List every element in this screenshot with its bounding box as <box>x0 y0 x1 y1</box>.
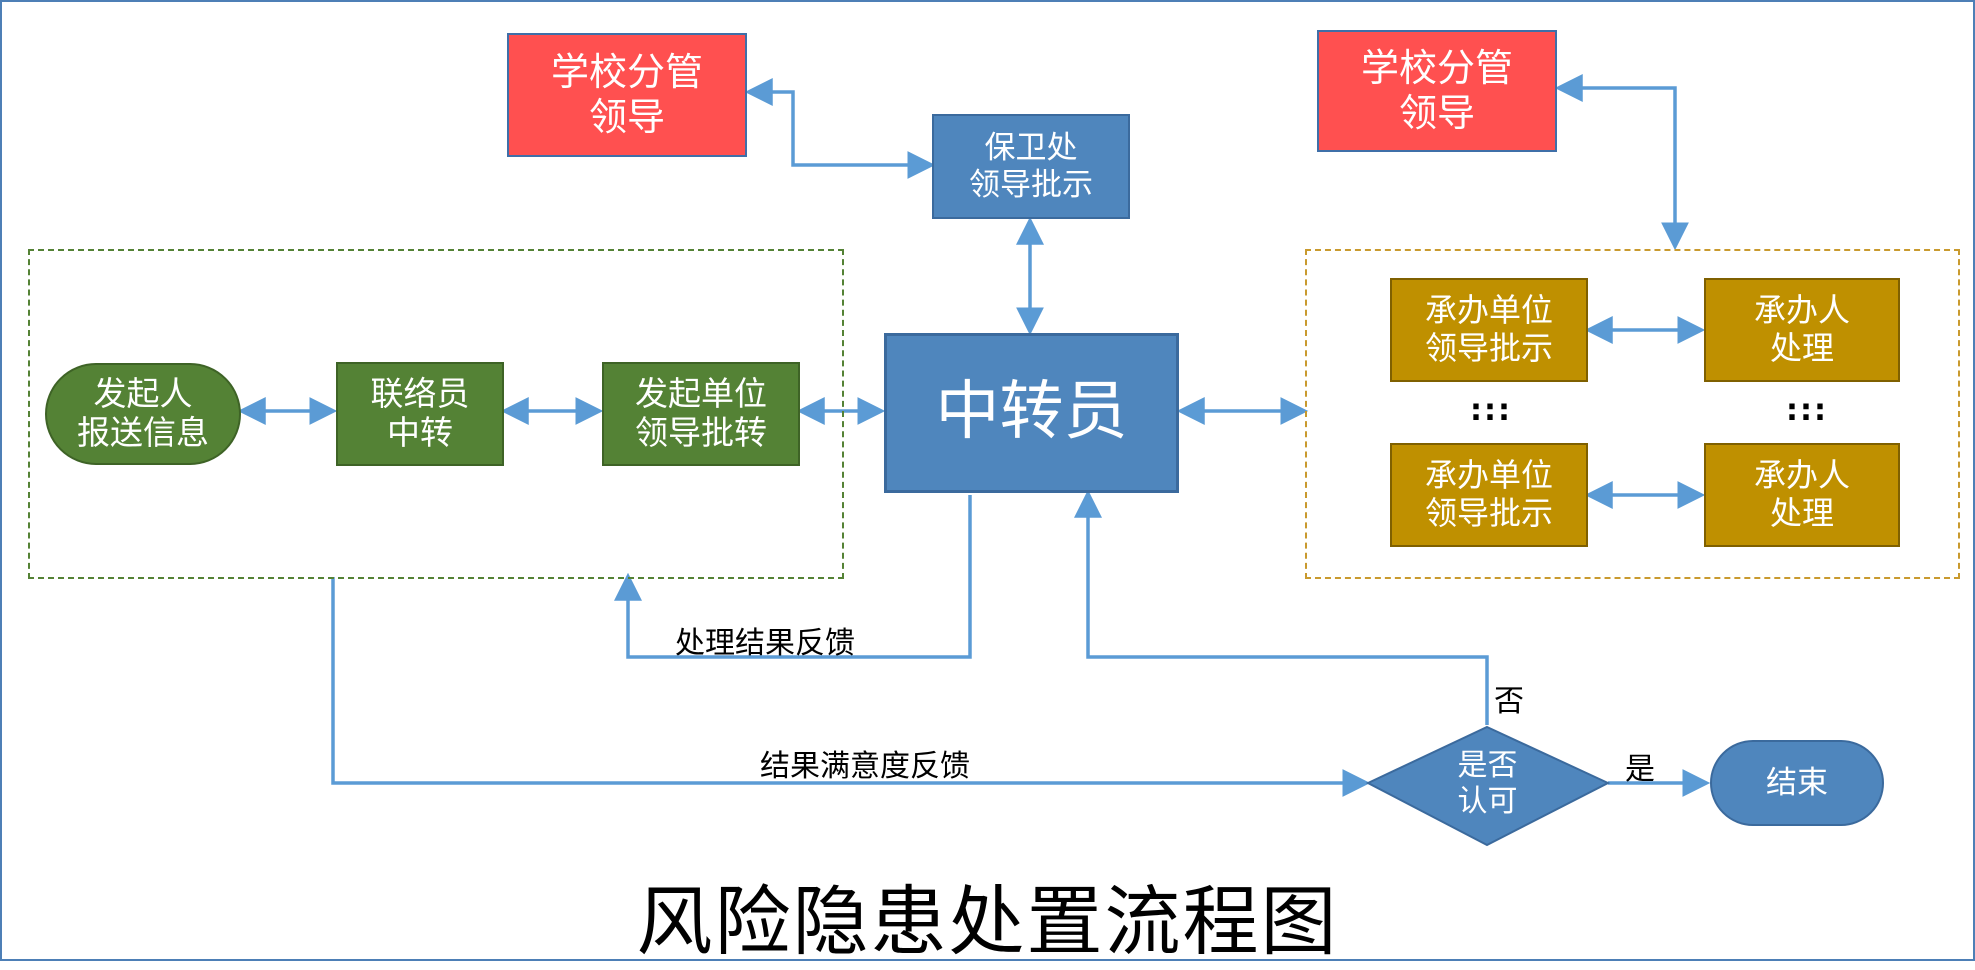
initiator-group-frame <box>28 249 844 579</box>
school-leader-right-line1: 学校分管 <box>1360 46 1513 91</box>
ellipsis-left: ::: <box>1470 393 1512 428</box>
result-feedback-label: 处理结果反馈 <box>675 626 855 661</box>
handler-2-line2: 处理 <box>1769 494 1834 532</box>
school-leader-left-line1: 学校分管 <box>550 50 703 95</box>
no-label: 否 <box>1494 684 1524 719</box>
initiator-line2: 报送信息 <box>77 413 209 452</box>
school-leader-left-node: 学校分管 领导 <box>507 33 747 157</box>
security-office-node: 保卫处 领导批示 <box>932 114 1130 219</box>
school-leader-right-line2: 领导 <box>1398 91 1475 135</box>
end-node: 结束 <box>1710 740 1884 826</box>
yes-label: 是 <box>1625 752 1655 787</box>
edge-satisfaction-feedback <box>331 577 1371 797</box>
decision-line1: 是否 <box>1457 748 1518 783</box>
initiator-line1: 发起人 <box>93 374 193 414</box>
unit-leader-node: 发起单位 领导批转 <box>602 362 800 466</box>
undertaking-leader-1-line1: 承办单位 <box>1424 291 1553 330</box>
security-office-line2: 领导批示 <box>969 166 1093 203</box>
diagram-title: 风险隐患处置流程图 <box>636 877 1339 966</box>
decision-label: 是否 认可 <box>1410 742 1565 826</box>
handler-1-node: 承办人 处理 <box>1704 278 1900 382</box>
handler-1-line1: 承办人 <box>1753 291 1850 330</box>
handler-1-line2: 处理 <box>1769 329 1834 367</box>
unit-leader-line2: 领导批转 <box>635 413 767 452</box>
liaison-line2: 中转 <box>387 413 453 452</box>
decision-diamond <box>1365 725 1611 847</box>
undertaking-leader-1-node: 承办单位 领导批示 <box>1390 278 1588 382</box>
decision-line2: 认可 <box>1457 784 1518 819</box>
security-office-line1: 保卫处 <box>984 129 1078 166</box>
undertaking-group-frame <box>1305 249 1960 579</box>
undertaking-leader-2-line1: 承办单位 <box>1424 456 1553 495</box>
undertaking-leader-2-node: 承办单位 领导批示 <box>1390 443 1588 547</box>
relay-officer-label: 中转员 <box>935 375 1128 450</box>
undertaking-leader-1-line2: 领导批示 <box>1424 329 1553 367</box>
edge-result-feedback <box>614 495 972 659</box>
handler-2-line1: 承办人 <box>1753 456 1850 495</box>
end-label: 结束 <box>1766 764 1828 801</box>
satisfaction-feedback-label: 结果满意度反馈 <box>760 749 970 784</box>
handler-2-node: 承办人 处理 <box>1704 443 1900 547</box>
ellipsis-right: ::: <box>1786 393 1828 428</box>
edge-leader-right-dashbox <box>1554 74 1689 251</box>
liaison-line1: 联络员 <box>370 374 470 414</box>
liaison-node: 联络员 中转 <box>336 362 504 466</box>
edge-leader-left-security <box>744 78 936 179</box>
school-leader-right-node: 学校分管 领导 <box>1317 30 1557 152</box>
school-leader-left-line2: 领导 <box>588 95 665 139</box>
unit-leader-line1: 发起单位 <box>635 374 767 414</box>
relay-officer-node: 中转员 <box>884 333 1179 493</box>
edge-not-approved <box>1074 489 1489 725</box>
undertaking-leader-2-line2: 领导批示 <box>1424 494 1553 532</box>
initiator-node: 发起人 报送信息 <box>45 363 241 465</box>
